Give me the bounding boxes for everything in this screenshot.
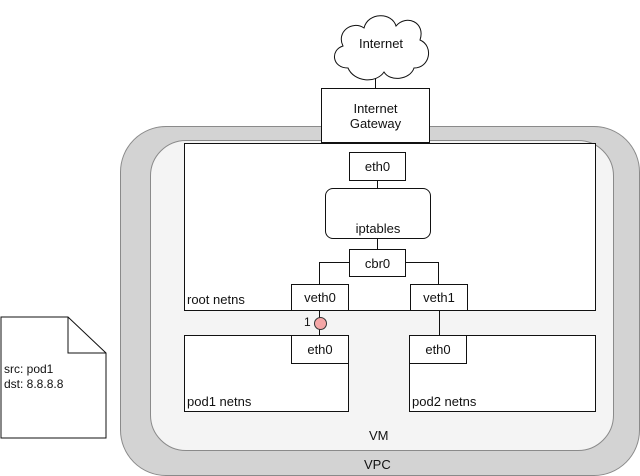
veth1: veth1 (410, 284, 468, 311)
gateway-label-line2: Gateway (349, 115, 402, 131)
cbr0-veth1-hline (406, 262, 438, 263)
packet-dst: dst: 8.8.8.8 (4, 377, 64, 391)
step-number: 1 (304, 315, 311, 329)
gateway-label-line1: Internet (353, 100, 398, 116)
cbr0-veth1-vline (438, 262, 439, 284)
pod2-netns-label: pod2 netns (412, 394, 477, 409)
internet-gateway: Internet Gateway (321, 88, 430, 143)
internet-cloud (334, 15, 429, 81)
packet-src: src: pod1 (4, 362, 54, 376)
pod2-eth0: eth0 (409, 335, 467, 364)
iptables-cbr0-link (377, 239, 378, 249)
step-marker-dot (314, 317, 327, 330)
cloud-gateway-link (375, 78, 376, 88)
cbr0-veth0-vline (319, 262, 320, 284)
iptables-box (325, 188, 431, 239)
vpc-label: VPC (364, 457, 391, 472)
root-netns-label: root netns (187, 292, 245, 307)
pod1-eth0: eth0 (291, 335, 349, 364)
vm-label: VM (369, 428, 389, 443)
pod1-netns-box (184, 335, 349, 412)
iptables-label: iptables (355, 220, 401, 236)
eth0-iptables-link (377, 181, 378, 188)
pod1-netns-label: pod1 netns (187, 394, 252, 409)
packet-document-icon (0, 316, 107, 439)
root-eth0: eth0 (349, 152, 406, 181)
internet-label: Internet (358, 35, 404, 51)
cbr0-veth0-hline (319, 262, 349, 263)
veth1-pod2-link (439, 311, 440, 335)
veth0: veth0 (291, 284, 349, 311)
cbr0-bridge: cbr0 (349, 249, 406, 277)
